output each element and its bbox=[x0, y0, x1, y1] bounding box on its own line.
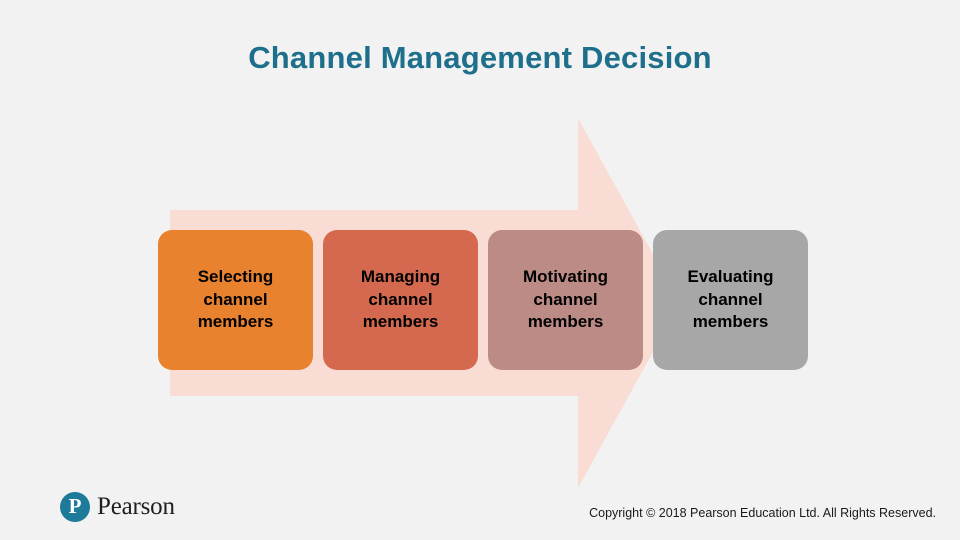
step-managing-label: Managing channel members bbox=[360, 266, 441, 332]
step-selecting[interactable]: Selecting channel members bbox=[158, 230, 313, 370]
step-managing[interactable]: Managing channel members bbox=[323, 230, 478, 370]
pearson-logo: P Pearson bbox=[60, 492, 175, 522]
copyright-text: Copyright © 2018 Pearson Education Ltd. … bbox=[589, 506, 936, 520]
step-selecting-label: Selecting channel members bbox=[197, 266, 274, 332]
page-title: Channel Management Decision bbox=[248, 40, 712, 75]
step-evaluating-label: Evaluating channel members bbox=[687, 266, 774, 332]
step-motivating[interactable]: Motivating channel members bbox=[488, 230, 643, 370]
process-steps: Selecting channel members Managing chann… bbox=[158, 230, 818, 370]
step-evaluating[interactable]: Evaluating channel members bbox=[653, 230, 808, 370]
pearson-logo-icon: P bbox=[60, 492, 90, 522]
pearson-logo-text: Pearson bbox=[97, 493, 175, 520]
step-motivating-label: Motivating channel members bbox=[523, 266, 608, 332]
